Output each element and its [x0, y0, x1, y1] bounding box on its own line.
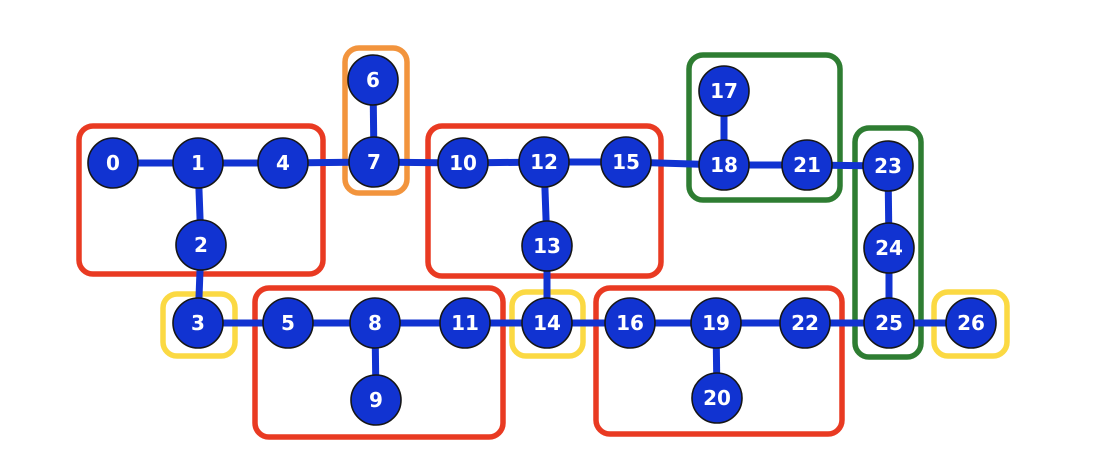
node-12 — [518, 136, 570, 188]
node-13 — [521, 220, 573, 272]
node-26 — [945, 297, 997, 349]
node-6 — [347, 54, 399, 106]
node-21 — [781, 139, 833, 191]
group-red-4 — [593, 285, 845, 437]
group-orange-1 — [342, 45, 410, 196]
node-14 — [521, 297, 573, 349]
node-9 — [350, 374, 402, 426]
node-20 — [691, 372, 743, 424]
node-18 — [698, 139, 750, 191]
node-22 — [779, 297, 831, 349]
node-10 — [437, 137, 489, 189]
node-24 — [863, 222, 915, 274]
node-2 — [175, 219, 227, 271]
node-11 — [439, 297, 491, 349]
node-16 — [604, 297, 656, 349]
node-5 — [262, 297, 314, 349]
node-17 — [698, 65, 750, 117]
group-green-1 — [686, 52, 843, 203]
node-8 — [349, 297, 401, 349]
node-3 — [172, 297, 224, 349]
node-0 — [87, 137, 139, 189]
group-green-2 — [852, 125, 924, 360]
node-19 — [690, 297, 742, 349]
node-1 — [172, 137, 224, 189]
group-red-3 — [252, 285, 506, 440]
node-23 — [862, 140, 914, 192]
node-15 — [600, 136, 652, 188]
node-7 — [348, 136, 400, 188]
node-4 — [257, 137, 309, 189]
node-25 — [863, 297, 915, 349]
